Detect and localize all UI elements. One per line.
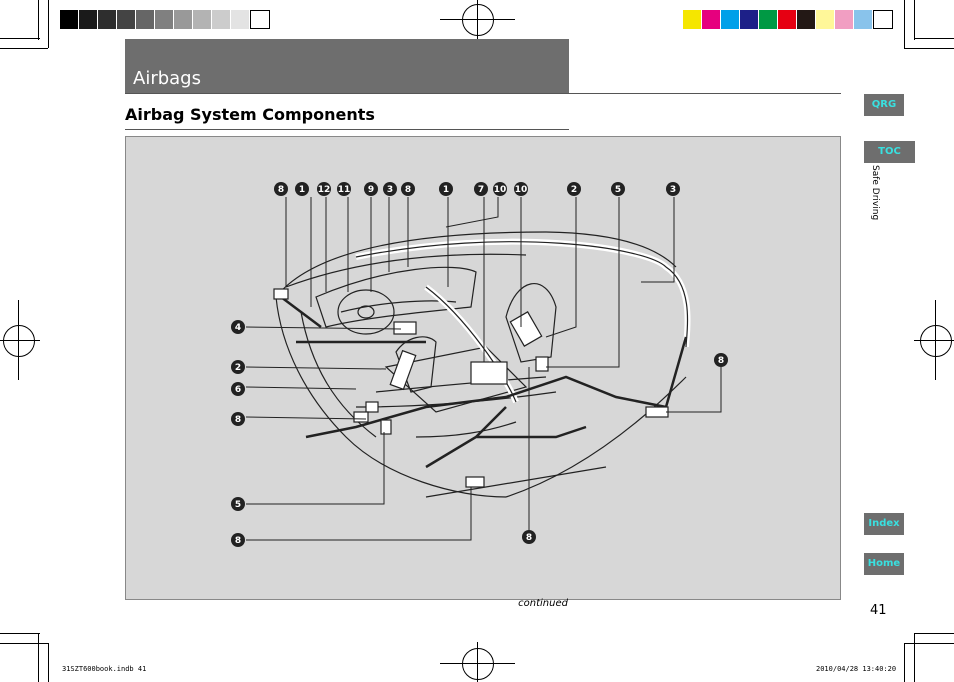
toc-tab[interactable]: TOC <box>864 141 915 163</box>
callout-left-2: 2 <box>235 363 241 373</box>
footer-file: 31SZT600book.indb 41 <box>62 665 147 673</box>
callout-top-2: 1 <box>299 185 305 195</box>
callout-top-6: 3 <box>387 185 393 195</box>
footer-timestamp: 2010/04/28 13:40:20 <box>816 665 897 673</box>
callout-top-7: 8 <box>405 185 411 195</box>
callout-top-1: 8 <box>278 185 284 195</box>
toc-tab-label: TOC <box>878 146 901 157</box>
callout-left-3: 6 <box>235 385 241 395</box>
callout-bottom-1: 8 <box>526 533 532 543</box>
section-rule <box>125 129 569 130</box>
continued-note: continued <box>518 598 568 609</box>
airbag-diagram: 8 1 12 11 9 3 8 1 7 10 10 2 5 3 4 2 6 8 … <box>125 136 841 600</box>
home-tab-label: Home <box>867 558 901 569</box>
callout-top-8: 1 <box>443 185 449 195</box>
callout-top-11: 10 <box>515 185 528 195</box>
index-tab[interactable]: Index <box>864 513 904 535</box>
callout-left-1: 4 <box>235 323 241 333</box>
car-interior-illustration: 8 1 12 11 9 3 8 1 7 10 10 2 5 3 4 2 6 8 … <box>231 182 728 547</box>
callout-left-5: 5 <box>235 500 241 510</box>
callout-top-5: 9 <box>368 185 374 195</box>
qrg-tab[interactable]: QRG <box>864 94 904 116</box>
home-tab[interactable]: Home <box>864 553 904 575</box>
index-tab-label: Index <box>868 518 900 529</box>
callout-left-4: 8 <box>235 415 241 425</box>
callout-top-13: 5 <box>615 185 621 195</box>
page-number: 41 <box>870 603 887 618</box>
page-title: Airbags <box>133 68 201 89</box>
section-heading: Airbag System Components <box>125 105 375 124</box>
section-side-label: Safe Driving <box>870 165 880 221</box>
qrg-tab-label: QRG <box>871 99 897 110</box>
callout-top-12: 2 <box>571 185 577 195</box>
callout-top-10: 10 <box>494 185 507 195</box>
title-bar <box>125 39 569 93</box>
callout-left-6: 8 <box>235 536 241 546</box>
callout-top-3: 12 <box>318 185 331 195</box>
callout-right-1: 8 <box>718 356 724 366</box>
callout-top-14: 3 <box>670 185 676 195</box>
callout-top-4: 11 <box>338 185 351 195</box>
callout-top-9: 7 <box>478 185 484 195</box>
title-rule <box>125 93 841 94</box>
